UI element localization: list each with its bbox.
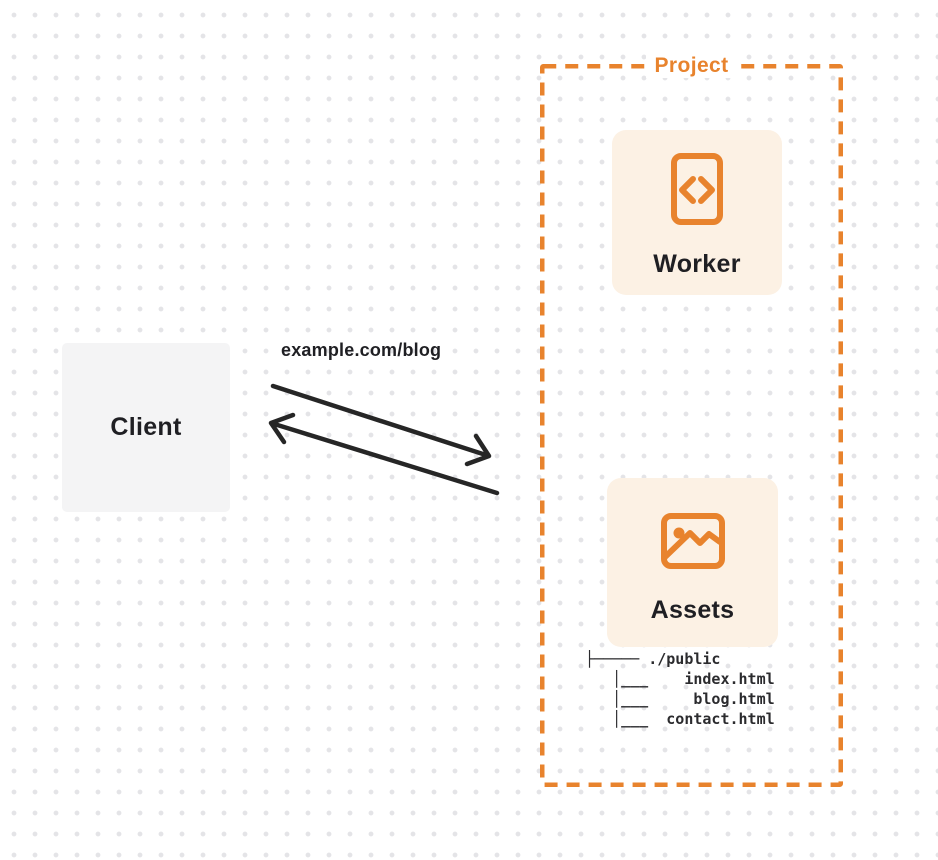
request-url-label: example.com/blog bbox=[281, 340, 442, 360]
worker-label: Worker bbox=[653, 250, 741, 278]
assets-card: Assets bbox=[607, 478, 778, 647]
worker-card: Worker bbox=[612, 130, 782, 295]
response-arrow bbox=[268, 412, 500, 496]
code-file-icon bbox=[671, 153, 723, 225]
client-box: Client bbox=[62, 343, 230, 512]
project-box: Project Worker Assets bbox=[540, 54, 843, 787]
assets-file-tree: ├───── ./public │___ index.html │___ blo… bbox=[585, 650, 775, 728]
request-arrow bbox=[270, 383, 492, 467]
assets-label: Assets bbox=[650, 596, 735, 624]
image-icon bbox=[660, 513, 725, 569]
client-label: Client bbox=[110, 413, 182, 441]
project-label: Project bbox=[645, 54, 738, 78]
